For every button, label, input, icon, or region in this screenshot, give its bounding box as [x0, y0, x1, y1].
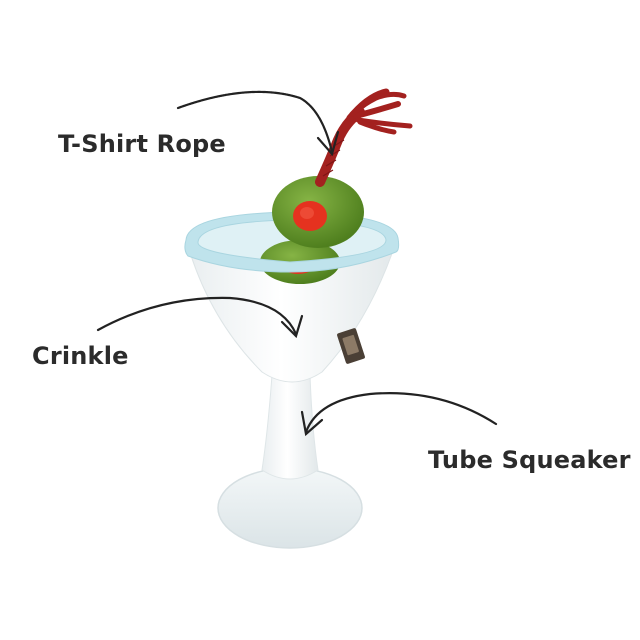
- arrow-crinkle-icon: [96, 296, 304, 339]
- rope-icon: [315, 88, 413, 187]
- label-t-shirt-rope: T-Shirt Rope: [58, 130, 226, 158]
- label-tube-squeaker: Tube Squeaker: [428, 446, 631, 474]
- arrow-squeaker-icon: [300, 392, 498, 437]
- glass-stem: [261, 374, 319, 480]
- olive-icon: [272, 176, 364, 248]
- glass-base: [217, 467, 363, 549]
- brand-tag-icon: [337, 328, 365, 364]
- rope-strands: [322, 139, 345, 177]
- arrow-rope-icon: [176, 90, 340, 157]
- label-crinkle: Crinkle: [32, 342, 129, 370]
